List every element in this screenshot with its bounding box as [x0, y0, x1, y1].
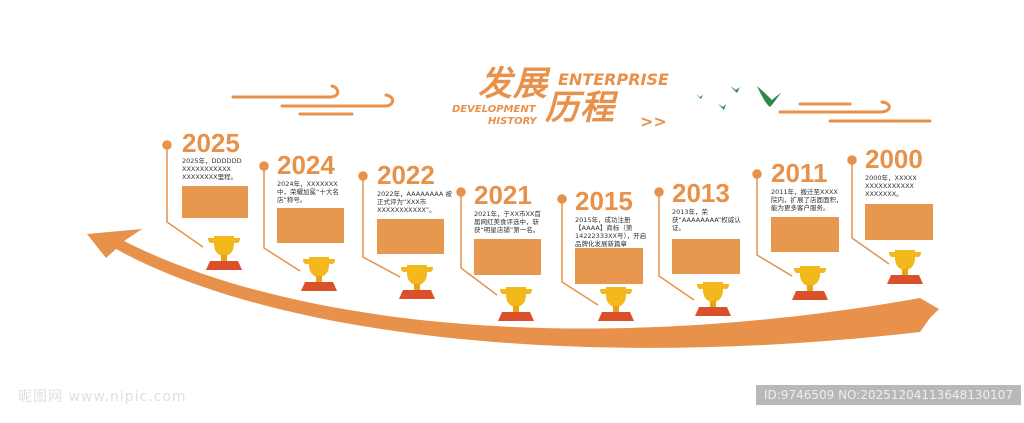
milestone-photo	[474, 239, 541, 275]
milestone-text: 2011年，搬迁至XXXX院内，扩展了店面面积，能为更多客户服务。	[771, 188, 843, 212]
milestone-photo	[771, 217, 839, 252]
milestone-photo	[865, 204, 933, 240]
milestone-year: 2015	[575, 186, 633, 216]
title-en-3: HISTORY	[488, 116, 537, 127]
milestone-text: 2022年，AAAAAAAA 被正式评为“XXX市 XXXXXXXXXXX”。	[377, 190, 452, 214]
milestone-year: 2025	[182, 128, 240, 158]
milestone-year: 2022	[377, 160, 435, 190]
milestone-photo	[277, 208, 344, 243]
trophy-icon	[206, 236, 242, 270]
milestone-photo	[575, 248, 643, 284]
cloud-right-icon	[778, 100, 932, 123]
milestone-2024: 2024 2024年，XXXXXXX中，荣耀加冕“十大名店”称号。	[277, 152, 349, 204]
trophy-icon	[498, 287, 534, 321]
cloud-left-icon	[231, 84, 395, 116]
connector-lines	[162, 140, 890, 306]
trophy-icon	[695, 282, 731, 316]
milestone-year: 2024	[277, 150, 335, 180]
milestone-year: 2013	[672, 178, 730, 208]
trophy-icon	[792, 266, 828, 300]
trophy-icons	[206, 236, 923, 321]
birds-icon	[696, 86, 782, 110]
chevrons-icon: >>	[640, 112, 667, 131]
timeline-arrow	[87, 229, 939, 348]
trophy-icon	[301, 257, 337, 291]
milestone-year: 2000	[865, 144, 923, 174]
milestone-photo	[672, 239, 740, 274]
milestone-text: 2021年，于XX市XX首届网红美食评选中，斩获“明星店铺”第一名。	[474, 210, 541, 234]
milestone-text: 2013年，荣获“AAAAAAAA”权威认证。	[672, 208, 741, 232]
milestone-2013: 2013 2013年，荣获“AAAAAAAA”权威认证。	[672, 180, 744, 232]
milestone-photo	[182, 186, 248, 218]
milestone-2025: 2025 2025年，DDDDDD XXXXXXXXXXX XXXXXXXX里程…	[182, 130, 262, 181]
milestone-2022: 2022 2022年，AAAAAAAA 被正式评为“XXX市 XXXXXXXXX…	[377, 162, 453, 214]
title-zh-1: 发展	[478, 64, 548, 104]
watermark-right: ID:9746509 NO:20251204113648130107	[756, 385, 1022, 405]
title-en-2: DEVELOPMENT	[452, 104, 536, 115]
trophy-icon	[598, 287, 634, 321]
milestone-2000: 2000 2000年，XXXXX XXXXXXXXXXX XXXXXXX。	[865, 146, 939, 198]
watermark-left: 昵图网 www.nipic.com	[18, 389, 187, 405]
milestone-text: 2024年，XXXXXXX中，荣耀加冕“十大名店”称号。	[277, 180, 339, 204]
milestone-2021: 2021 2021年，于XX市XX首届网红美食评选中，斩获“明星店铺”第一名。	[474, 182, 546, 234]
trophy-icon	[887, 250, 923, 284]
milestone-text: 2000年，XXXXX XXXXXXXXXXX XXXXXXX。	[865, 174, 917, 198]
milestone-text: 2015年，成功注册【AAAA】商标（第14222333XX号），开启品牌化发展…	[575, 216, 647, 248]
milestone-text: 2025年，DDDDDD XXXXXXXXXXX XXXXXXXX里程。	[182, 157, 242, 181]
trophy-icon	[399, 265, 435, 299]
title-en-1: ENTERPRISE	[558, 70, 669, 89]
milestone-2015: 2015 2015年，成功注册【AAAA】商标（第14222333XX号），开启…	[575, 188, 651, 248]
milestone-photo	[377, 219, 444, 254]
title-zh-2: 历程	[545, 88, 615, 128]
milestone-year: 2021	[474, 180, 532, 210]
milestone-2011: 2011 2011年，搬迁至XXXX院内，扩展了店面面积，能为更多客户服务。	[771, 160, 843, 212]
milestone-year: 2011	[771, 158, 828, 188]
